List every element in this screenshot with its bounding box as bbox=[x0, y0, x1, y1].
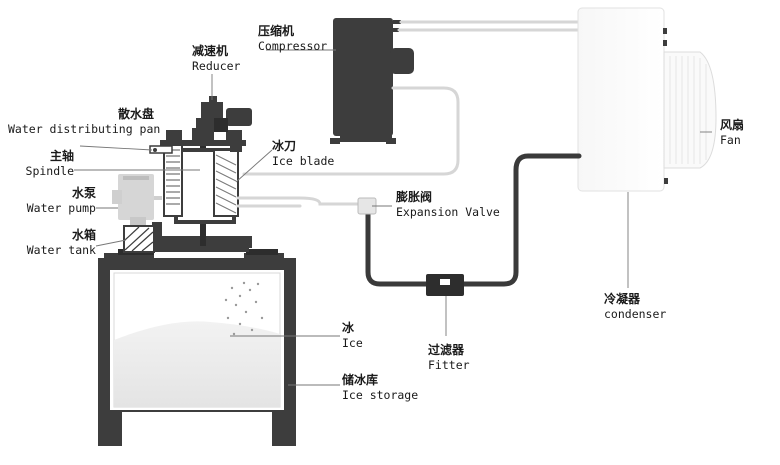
label-spindle: 主轴 Spindle bbox=[20, 149, 74, 179]
label-zh: 过滤器 bbox=[428, 343, 465, 357]
water-tank bbox=[123, 225, 155, 253]
label-expansion-valve: 膨胀阀 Expansion Valve bbox=[396, 190, 500, 220]
label-compressor: 压缩机 Compressor bbox=[258, 24, 327, 54]
label-ice: 冰 Ice bbox=[342, 321, 363, 351]
label-ice-blade: 冰刀 Ice blade bbox=[272, 139, 334, 169]
label-zh: 减速机 bbox=[192, 44, 229, 58]
label-zh: 散水盘 bbox=[117, 107, 154, 121]
ice-storage-bin bbox=[98, 249, 296, 446]
label-zh: 压缩机 bbox=[258, 24, 295, 38]
label-en: Ice storage bbox=[342, 388, 419, 402]
label-fan: 风扇 Fan bbox=[720, 118, 744, 148]
evaporator-assembly bbox=[152, 128, 252, 252]
filter bbox=[426, 274, 464, 296]
reducer bbox=[196, 96, 252, 132]
label-water-distributing-pan: 散水盘 Water distributing pan bbox=[8, 107, 161, 137]
label-water-tank: 水箱 Water tank bbox=[20, 228, 96, 258]
label-zh: 冷凝器 bbox=[604, 292, 641, 306]
label-condenser: 冷凝器 condenser bbox=[604, 292, 666, 322]
label-en: Ice blade bbox=[272, 154, 335, 168]
label-filter: 过滤器 Fitter bbox=[428, 343, 470, 373]
liquid-line bbox=[365, 153, 582, 287]
ice-pile bbox=[114, 321, 280, 407]
refrigerant-lines bbox=[236, 20, 582, 208]
label-zh: 储冰库 bbox=[342, 373, 379, 387]
label-zh: 膨胀阀 bbox=[396, 190, 433, 204]
label-zh: 风扇 bbox=[720, 118, 745, 132]
label-zh: 水泵 bbox=[71, 186, 96, 200]
label-zh: 主轴 bbox=[49, 149, 74, 163]
label-zh: 冰刀 bbox=[272, 139, 297, 153]
ice-particles bbox=[224, 281, 264, 336]
label-en: Water distributing pan bbox=[8, 122, 161, 136]
label-en: Water tank bbox=[26, 243, 96, 257]
label-en: Reducer bbox=[192, 59, 241, 73]
label-en: Water pump bbox=[26, 201, 96, 215]
fan bbox=[663, 51, 717, 169]
label-en: Expansion Valve bbox=[396, 205, 500, 219]
condenser bbox=[577, 7, 668, 192]
label-en: Compressor bbox=[258, 39, 328, 53]
label-en: Ice bbox=[342, 336, 363, 350]
label-ice-storage: 储冰库 Ice storage bbox=[342, 373, 418, 403]
label-en: Fan bbox=[720, 133, 741, 147]
label-zh: 水箱 bbox=[71, 228, 96, 242]
label-en: condenser bbox=[604, 307, 667, 321]
water-distributing-pan bbox=[149, 145, 173, 154]
compressor bbox=[330, 18, 414, 144]
label-water-pump: 水泵 Water pump bbox=[20, 186, 96, 216]
label-zh: 冰 bbox=[342, 321, 355, 335]
label-en: Spindle bbox=[25, 164, 74, 178]
leader-lines bbox=[74, 49, 712, 386]
water-pump bbox=[112, 174, 162, 225]
label-reducer: 减速机 Reducer bbox=[192, 44, 240, 74]
label-en: Fitter bbox=[428, 358, 470, 372]
